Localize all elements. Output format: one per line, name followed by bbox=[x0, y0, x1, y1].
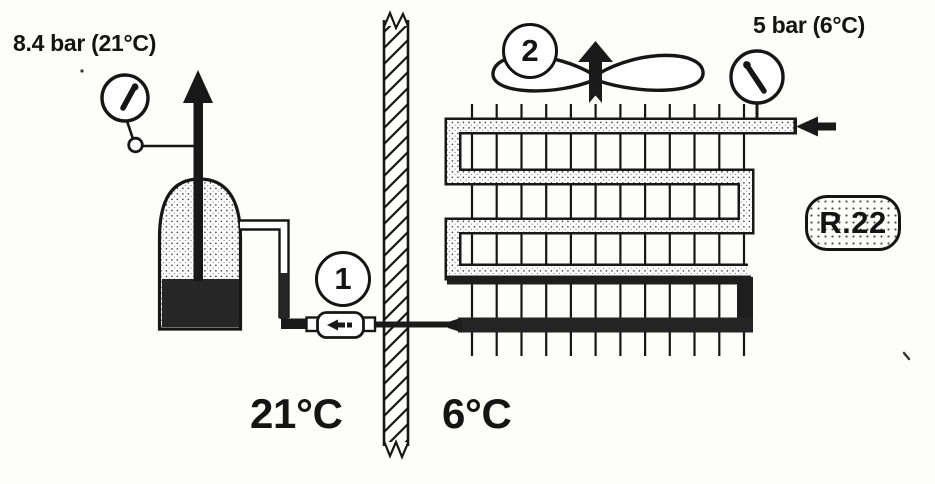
low-side-pressure-label: 5 bar (6°C) bbox=[753, 12, 865, 38]
wall-break-mark-top bbox=[382, 10, 410, 31]
component-2-callout: 2 bbox=[502, 23, 558, 79]
wall-break-mark-bottom bbox=[382, 439, 410, 460]
gauge-valve bbox=[127, 136, 144, 154]
pressure-gauge-icon bbox=[100, 73, 195, 154]
flow-arrow-up-icon bbox=[578, 41, 613, 103]
cold-room-temperature-label: 6°C bbox=[442, 390, 512, 437]
vent-pipe bbox=[183, 70, 213, 281]
fan-blades-icon bbox=[491, 41, 705, 103]
evaporator-coil-vapor-tube bbox=[444, 117, 797, 281]
pressure-gauge-icon bbox=[729, 49, 785, 122]
scan-speck bbox=[902, 351, 911, 361]
component-1-callout: 1 bbox=[315, 251, 371, 307]
filter-drier-capsule-icon bbox=[305, 311, 377, 339]
tank-outlet-pipe bbox=[240, 219, 308, 329]
liquid-refrigerant-level bbox=[162, 279, 239, 327]
liquid-line-pipe bbox=[374, 321, 458, 328]
gauge-needle bbox=[743, 61, 767, 94]
insulated-wall bbox=[382, 10, 410, 460]
evaporator-coil-liquid-tube bbox=[447, 275, 753, 333]
scan-speck bbox=[80, 69, 84, 73]
flow-arrow-up-icon bbox=[183, 70, 213, 103]
machine-room-temperature-label: 21°C bbox=[250, 390, 343, 437]
flow-arrow-left-icon bbox=[796, 116, 836, 137]
high-side-pressure-label: 8.4 bar (21°C) bbox=[13, 30, 157, 56]
refrigerant-badge: R.22 bbox=[805, 195, 901, 251]
flow-arrow-left-icon bbox=[327, 319, 345, 331]
